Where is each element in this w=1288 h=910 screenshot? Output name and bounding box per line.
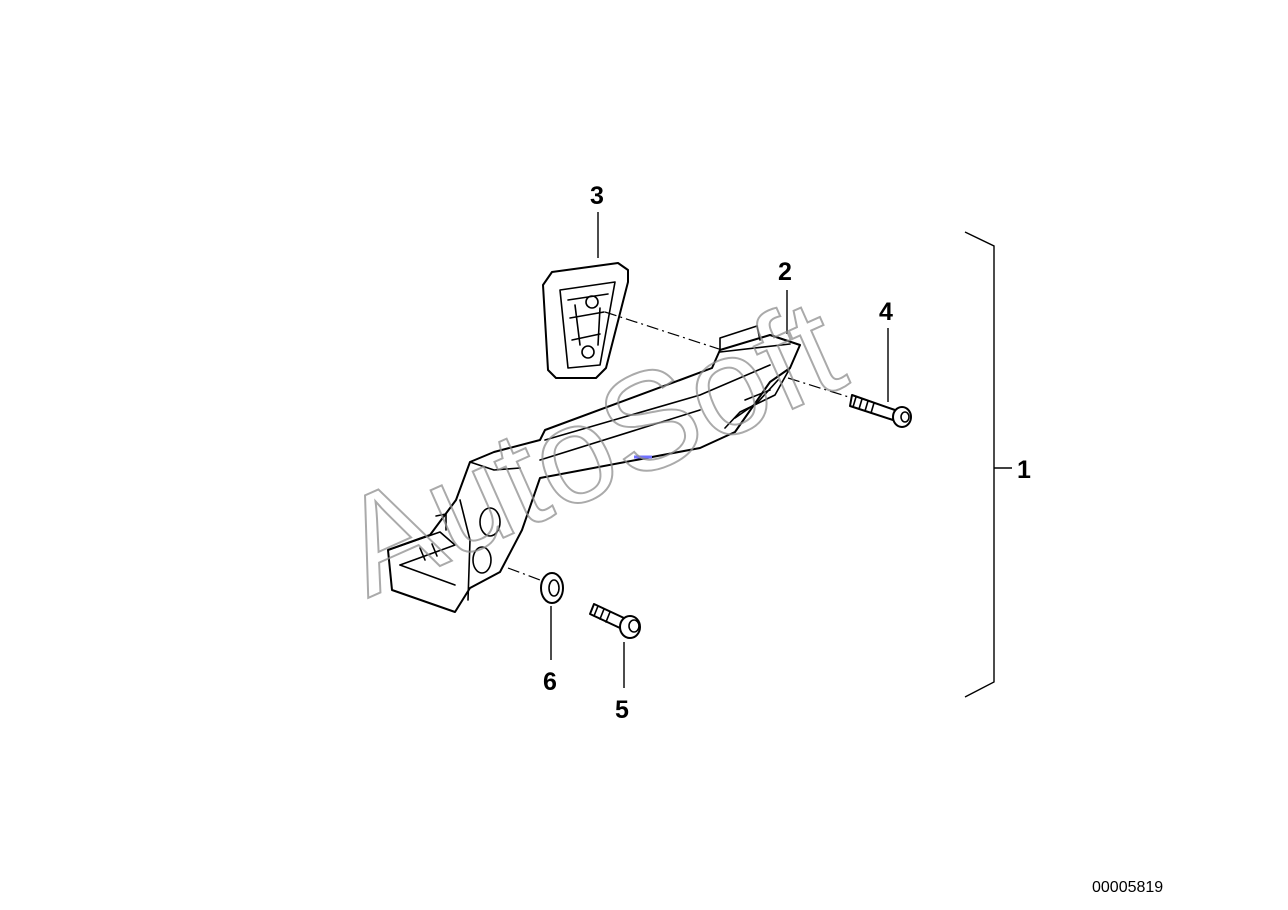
callout-6: 6 — [543, 668, 557, 696]
callout-2: 2 — [778, 258, 792, 286]
callout-3: 3 — [590, 182, 604, 210]
diagram-reference-number: 00005819 — [1092, 879, 1163, 896]
callout-5: 5 — [615, 696, 629, 724]
pedal-arm-part — [387, 325, 801, 613]
assembly-line-pad — [604, 311, 723, 351]
assembly-bracket — [964, 231, 995, 698]
bolt-4-part — [849, 394, 912, 428]
callout-1: 1 — [1017, 456, 1031, 484]
callout-4: 4 — [879, 298, 893, 326]
bolt-5-part — [589, 603, 641, 639]
washer-6-part — [540, 572, 564, 604]
assembly-line-washer — [507, 567, 541, 581]
pedal-pad-part — [542, 262, 629, 379]
assembly-line-bolt-4 — [787, 377, 853, 399]
